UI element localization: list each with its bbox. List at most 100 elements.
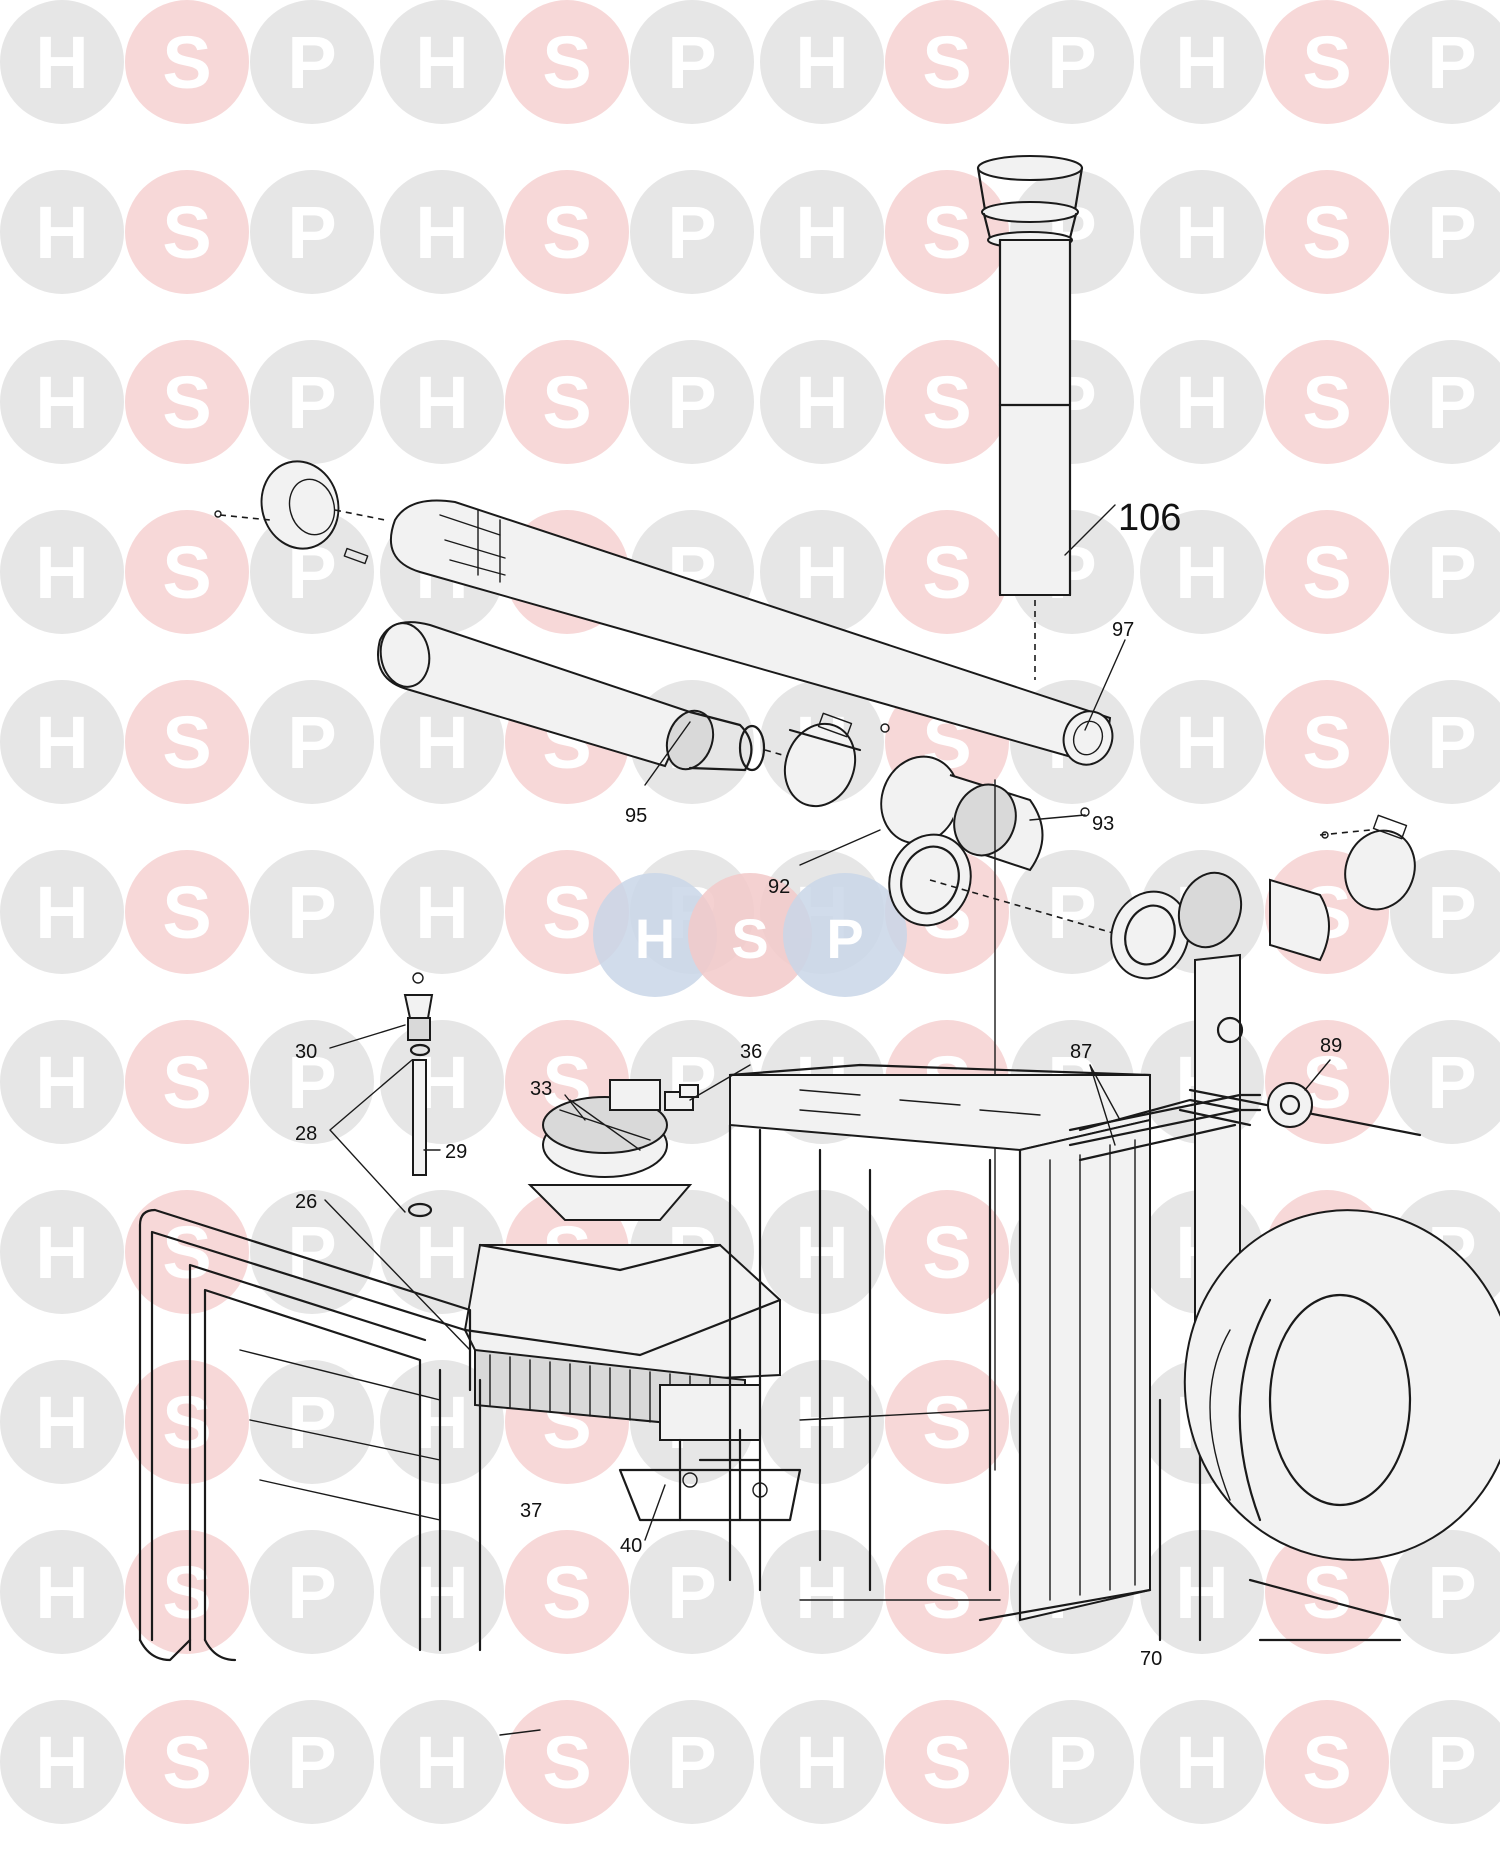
watermark-letter: H bbox=[35, 1041, 88, 1124]
watermark-circle bbox=[760, 1360, 884, 1484]
watermark-letter: H bbox=[795, 191, 848, 274]
label-37: 37 bbox=[520, 1500, 542, 1522]
watermark-letter: S bbox=[542, 871, 591, 954]
label-87: 87 bbox=[1070, 1041, 1092, 1063]
watermark-circle bbox=[1140, 0, 1264, 124]
burner-assembly bbox=[463, 1243, 802, 1522]
watermark-letter: P bbox=[1427, 1551, 1476, 1634]
watermark-circle bbox=[630, 0, 754, 124]
watermark-circle bbox=[885, 1360, 1009, 1484]
label-33: 33 bbox=[530, 1078, 552, 1100]
watermark-circle bbox=[250, 1530, 374, 1654]
label-97: 97 bbox=[1112, 619, 1134, 641]
watermark-letter: S bbox=[162, 1551, 211, 1634]
watermark-letter: S bbox=[922, 1551, 971, 1634]
watermark-circle bbox=[380, 1700, 504, 1824]
watermark-letter: P bbox=[1427, 191, 1476, 274]
watermark-circle bbox=[125, 0, 249, 124]
watermark-circle bbox=[760, 170, 884, 294]
watermark-circle bbox=[630, 340, 754, 464]
watermark-letter: H bbox=[415, 361, 468, 444]
watermark-circle bbox=[250, 1020, 374, 1144]
watermark-circle bbox=[125, 1190, 249, 1314]
watermark-letter: H bbox=[415, 1211, 468, 1294]
watermark-letter: P bbox=[287, 1041, 336, 1124]
watermark-letter: P bbox=[1427, 701, 1476, 784]
watermark-letter: H bbox=[35, 361, 88, 444]
watermark-letter: H bbox=[415, 1381, 468, 1464]
watermark-circle bbox=[760, 0, 884, 124]
watermark-letter: S bbox=[1302, 1721, 1351, 1804]
watermark-letter: P bbox=[287, 1381, 336, 1464]
watermark-circle bbox=[0, 1020, 124, 1144]
watermark-circle bbox=[380, 850, 504, 974]
watermark-circle bbox=[380, 1530, 504, 1654]
label-29: 29 bbox=[445, 1141, 467, 1163]
watermark-circle bbox=[0, 680, 124, 804]
watermark-letter: S bbox=[922, 531, 971, 614]
watermark-circle bbox=[885, 1700, 1009, 1824]
watermark-letter: S bbox=[162, 21, 211, 104]
watermark-circle bbox=[885, 1190, 1009, 1314]
label-92: 92 bbox=[768, 876, 790, 898]
watermark-letter: H bbox=[795, 1211, 848, 1294]
watermark-circle bbox=[1140, 170, 1264, 294]
watermark-circle bbox=[0, 1530, 124, 1654]
watermark-letter: H bbox=[415, 701, 468, 784]
watermark-letter: S bbox=[162, 1721, 211, 1804]
watermark-letter: P bbox=[1427, 1041, 1476, 1124]
watermark-circle bbox=[760, 1700, 884, 1824]
watermark-letter: S bbox=[162, 191, 211, 274]
watermark-letter: S bbox=[922, 1721, 971, 1804]
watermark-circle bbox=[630, 1700, 754, 1824]
watermark-circle bbox=[1265, 340, 1389, 464]
watermark-circle bbox=[125, 1700, 249, 1824]
watermark-circle bbox=[1140, 1530, 1264, 1654]
watermark-letter: P bbox=[287, 21, 336, 104]
watermark-circle bbox=[1390, 1020, 1500, 1144]
watermark-letter: S bbox=[542, 1551, 591, 1634]
watermark-circle bbox=[1265, 1530, 1389, 1654]
right-flue-kit bbox=[1110, 814, 1416, 980]
watermark-letter: S bbox=[542, 1721, 591, 1804]
watermark-circle bbox=[1265, 680, 1389, 804]
watermark-circle bbox=[250, 1190, 374, 1314]
watermark-circle bbox=[0, 1360, 124, 1484]
watermark-circle bbox=[505, 1530, 629, 1654]
watermark-letter: H bbox=[1175, 191, 1228, 274]
watermark-letter: S bbox=[162, 871, 211, 954]
watermark-circle bbox=[125, 340, 249, 464]
watermark-circle bbox=[885, 170, 1009, 294]
watermark-letter: H bbox=[1175, 1721, 1228, 1804]
watermark-circle bbox=[125, 510, 249, 634]
watermark-letter: P bbox=[1427, 1721, 1476, 1804]
watermark-letter: P bbox=[667, 191, 716, 274]
electrode-assembly bbox=[403, 972, 434, 1218]
watermark-circle bbox=[1390, 0, 1500, 124]
watermark-letter: P bbox=[667, 1551, 716, 1634]
watermark-letter: S bbox=[922, 21, 971, 104]
watermark-letter: P bbox=[667, 361, 716, 444]
watermark-circle bbox=[885, 340, 1009, 464]
watermark-letter: H bbox=[415, 191, 468, 274]
watermark-letter: P bbox=[667, 21, 716, 104]
label-106: 106 bbox=[1118, 497, 1181, 539]
flue-adaptor bbox=[880, 755, 1121, 936]
watermark-circle bbox=[250, 680, 374, 804]
watermark-circle bbox=[1390, 510, 1500, 634]
label-89: 89 bbox=[1320, 1035, 1342, 1057]
label-30: 30 bbox=[295, 1041, 317, 1063]
watermark-circle bbox=[885, 0, 1009, 124]
watermark-letter: H bbox=[35, 191, 88, 274]
watermark-letter: H bbox=[795, 1721, 848, 1804]
watermark-circle bbox=[380, 170, 504, 294]
watermark-circle bbox=[1265, 510, 1389, 634]
vertical-flue-terminal bbox=[976, 155, 1084, 680]
watermark-circle bbox=[1010, 0, 1134, 124]
watermark-letter: H bbox=[1175, 361, 1228, 444]
watermark-circle bbox=[1010, 1700, 1134, 1824]
watermark-letter: P bbox=[1047, 871, 1096, 954]
watermark-circle bbox=[380, 680, 504, 804]
